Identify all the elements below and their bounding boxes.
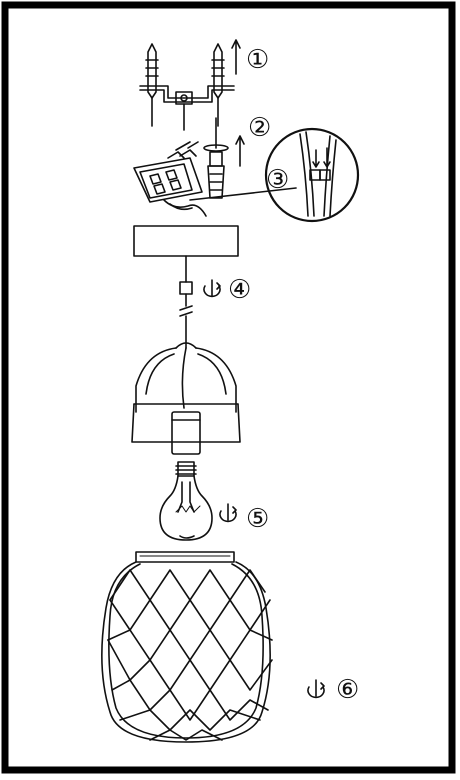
step-number-5: ⑤ (246, 504, 269, 534)
step-number-6: ⑥ (336, 675, 359, 705)
up-arrow-icon (231, 39, 241, 75)
step-number-2: ② (248, 113, 271, 143)
screw-assembly (203, 117, 229, 199)
mounting-bracket (139, 43, 235, 131)
up-arrow-icon (235, 135, 245, 167)
lamp-socket (171, 411, 201, 455)
cord-grip (179, 281, 193, 349)
rotate-icon (219, 503, 237, 523)
rotate-icon (307, 679, 325, 699)
lattice-shade (101, 551, 273, 743)
step-number-1: ① (246, 45, 269, 75)
ceiling-canopy (133, 225, 239, 257)
detail-callout (264, 127, 360, 223)
terminal-block (133, 141, 207, 217)
step-number-4: ④ (228, 275, 251, 305)
callout-leader (189, 187, 297, 201)
rotate-icon (203, 279, 221, 298)
light-bulb (159, 461, 213, 541)
step-number-3: ③ (266, 165, 289, 195)
inner-shade (131, 342, 241, 443)
